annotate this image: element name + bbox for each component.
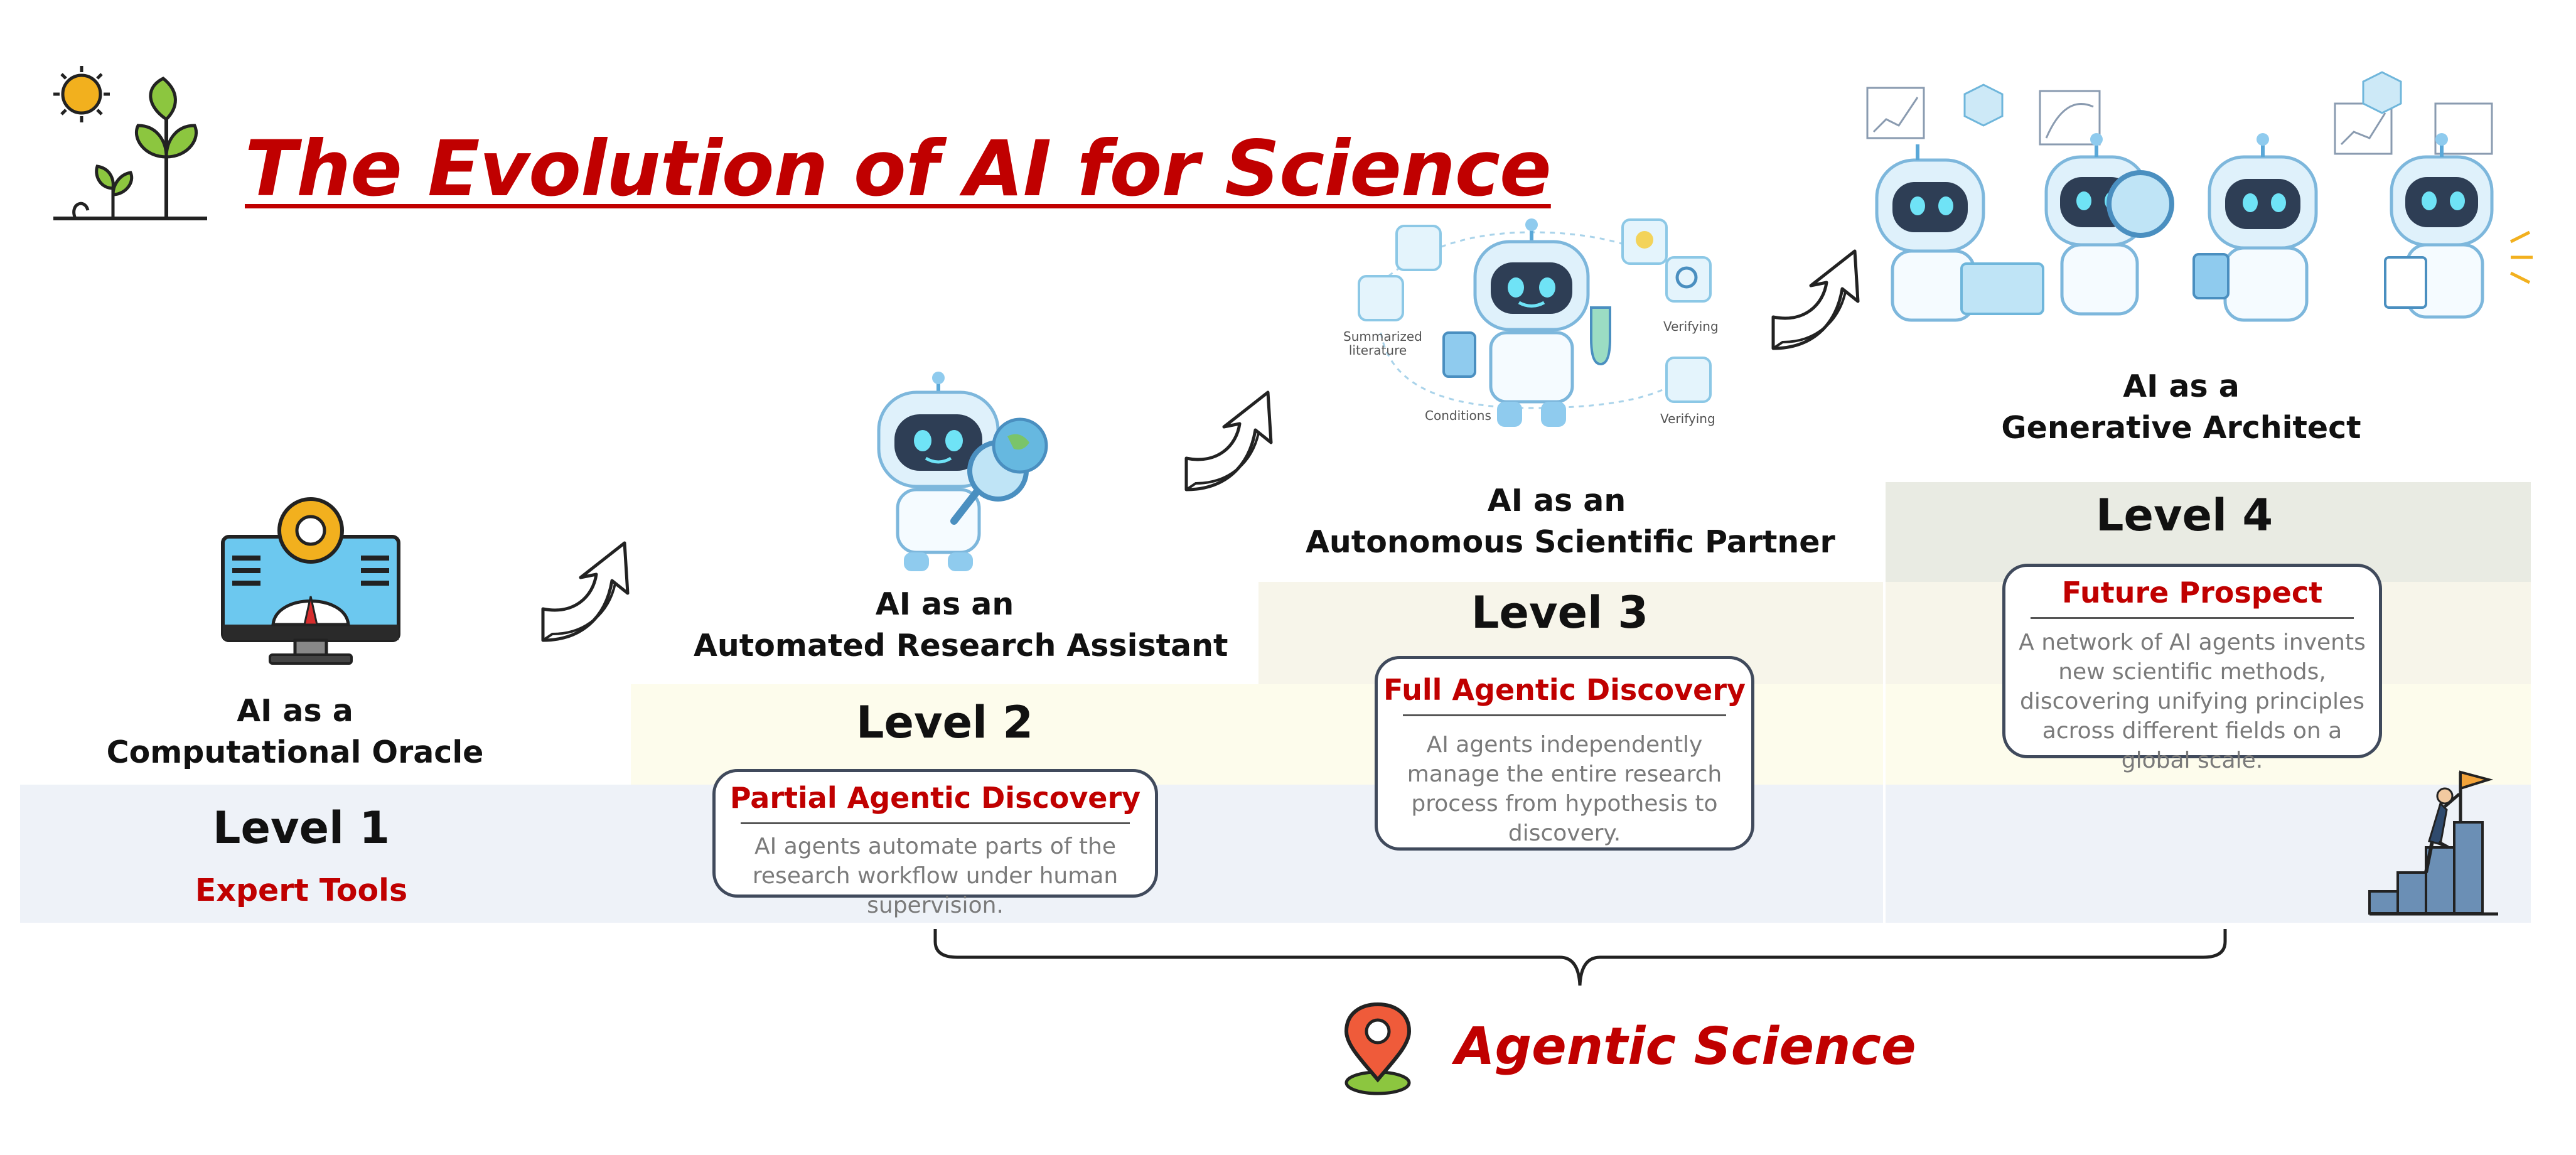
level3-card-title: Full Agentic Discovery (1383, 673, 1746, 707)
computer-gear-icon (221, 497, 400, 665)
level2-role: AI as an Automated Research Assistant (694, 584, 1228, 667)
level4-card-title: Future Prospect (2061, 576, 2323, 610)
label-verifying-2: Verifying (1660, 411, 1715, 426)
level3-role-line2: Autonomous Scientific Partner (1306, 524, 1835, 560)
label-conditions: Conditions (1425, 408, 1491, 423)
robot-team-icon (1866, 71, 2533, 322)
level1-role-line1: AI as a (237, 693, 353, 729)
footer-label: Agentic Science (1455, 1017, 1916, 1077)
agentic-science-bracket (933, 929, 2227, 986)
plant-sun-icon (53, 66, 207, 220)
level4-role-line1: AI as a (2123, 368, 2240, 404)
arrow-icon (1771, 249, 1860, 350)
level3-card-desc: AI agents independently manage the entir… (1407, 732, 1722, 846)
level3-label: Level 3 (1471, 587, 1649, 638)
card-divider (741, 822, 1130, 824)
level1-role-line2: Computational Oracle (106, 734, 484, 770)
robot-magnifier-icon (877, 372, 1048, 571)
level4-role: AI as a Generative Architect (1962, 366, 2401, 449)
level2-label: Level 2 (856, 697, 1034, 748)
level1-band (20, 785, 2531, 923)
level4-label: Level 4 (2095, 490, 2273, 541)
robot-scientist-illustration: Summarized literature Conditions Verifyi… (1343, 207, 1732, 452)
climber-flag-icon (2368, 770, 2498, 916)
level4-card: Future Prospect A network of AI agents i… (2002, 564, 2382, 773)
level2-role-line2: Automated Research Assistant (694, 628, 1228, 663)
label-summarized-literature: Summarized literature (1343, 329, 1422, 358)
level3-card: Full Agentic Discovery AI agents indepen… (1375, 656, 1754, 851)
arrow-icon (1184, 390, 1273, 492)
label-verifying-1: Verifying (1663, 319, 1719, 334)
level3-role: AI as an Autonomous Scientific Partner (1306, 480, 1835, 563)
level4-card-desc: A network of AI agents invents new scien… (2019, 630, 2366, 773)
level2-card-desc: AI agents automate parts of the research… (752, 834, 1119, 918)
level2-role-line1: AI as an (875, 586, 1014, 622)
robot-scientist-icon (1358, 218, 1712, 427)
level1-role: AI as a Computational Oracle (85, 690, 505, 773)
location-pin-icon (1344, 1002, 1412, 1095)
level1-subtitle: Expert Tools (195, 873, 408, 908)
band-divider (1883, 482, 1886, 923)
page-title: The Evolution of AI for Science (245, 124, 1552, 213)
level3-role-line1: AI as an (1487, 483, 1626, 518)
level1-label: Level 1 (212, 802, 390, 854)
level4-role-line2: Generative Architect (2001, 410, 2361, 446)
arrow-icon (541, 541, 630, 642)
level2-card: Partial Agentic Discovery AI agents auto… (712, 769, 1158, 918)
card-divider (1403, 714, 1726, 716)
level2-card-title: Partial Agentic Discovery (729, 781, 1141, 815)
card-divider (2031, 617, 2354, 619)
